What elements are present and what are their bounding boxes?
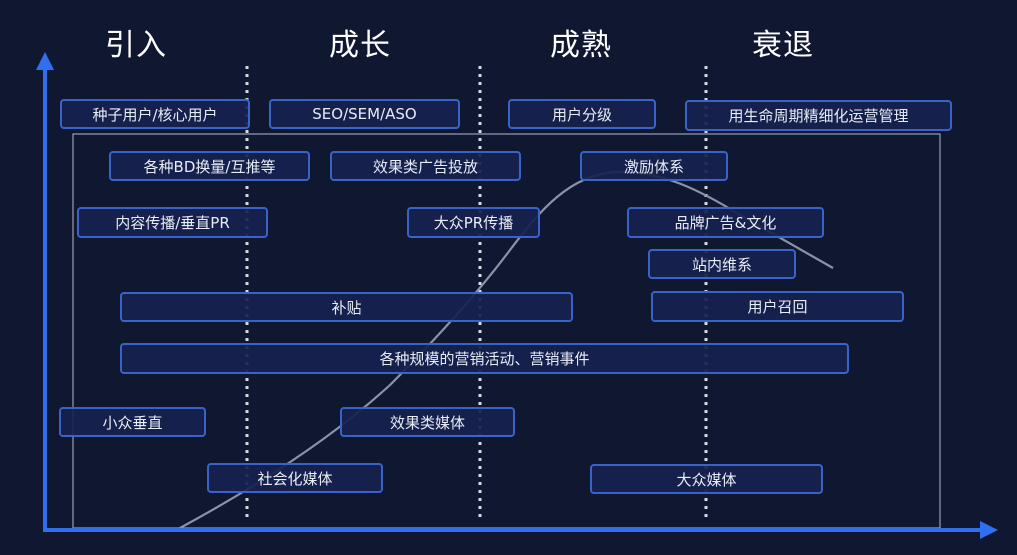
box-bd-exchange: 各种BD换量/互推等 <box>109 151 310 181</box>
box-user-tiers: 用户分级 <box>508 99 656 129</box>
box-mass-pr: 大众PR传播 <box>407 207 540 238</box>
box-performance-media: 效果类媒体 <box>340 407 515 437</box>
box-subsidy: 补贴 <box>120 292 573 322</box>
x-axis-arrow-icon <box>980 521 998 539</box>
stage-decline-label: 衰退 <box>752 28 814 63</box>
box-lifecycle-ops: 用生命周期精细化运营管理 <box>685 100 952 131</box>
box-seed-users: 种子用户/核心用户 <box>60 99 250 129</box>
stage-mature-label: 成熟 <box>550 28 612 63</box>
stage-intro-label: 引入 <box>105 28 167 63</box>
box-seo-sem-aso: SEO/SEM/ASO <box>269 99 460 129</box>
box-performance-ads: 效果类广告投放 <box>330 151 521 181</box>
box-content-pr: 内容传播/垂直PR <box>77 207 268 238</box>
y-axis-arrow-icon <box>36 52 54 70</box>
box-onsite-retention: 站内维系 <box>648 249 796 279</box>
box-social-media: 社会化媒体 <box>207 463 383 493</box>
box-user-recall: 用户召回 <box>651 291 904 322</box>
stage-growth-label: 成长 <box>329 28 391 63</box>
box-brand-culture: 品牌广告&文化 <box>627 207 824 238</box>
box-marketing-campaigns: 各种规模的营销活动、营销事件 <box>120 343 849 374</box>
box-mass-media: 大众媒体 <box>590 464 823 494</box>
box-niche-vertical: 小众垂直 <box>59 407 206 437</box>
box-incentive-system: 激励体系 <box>580 151 728 181</box>
